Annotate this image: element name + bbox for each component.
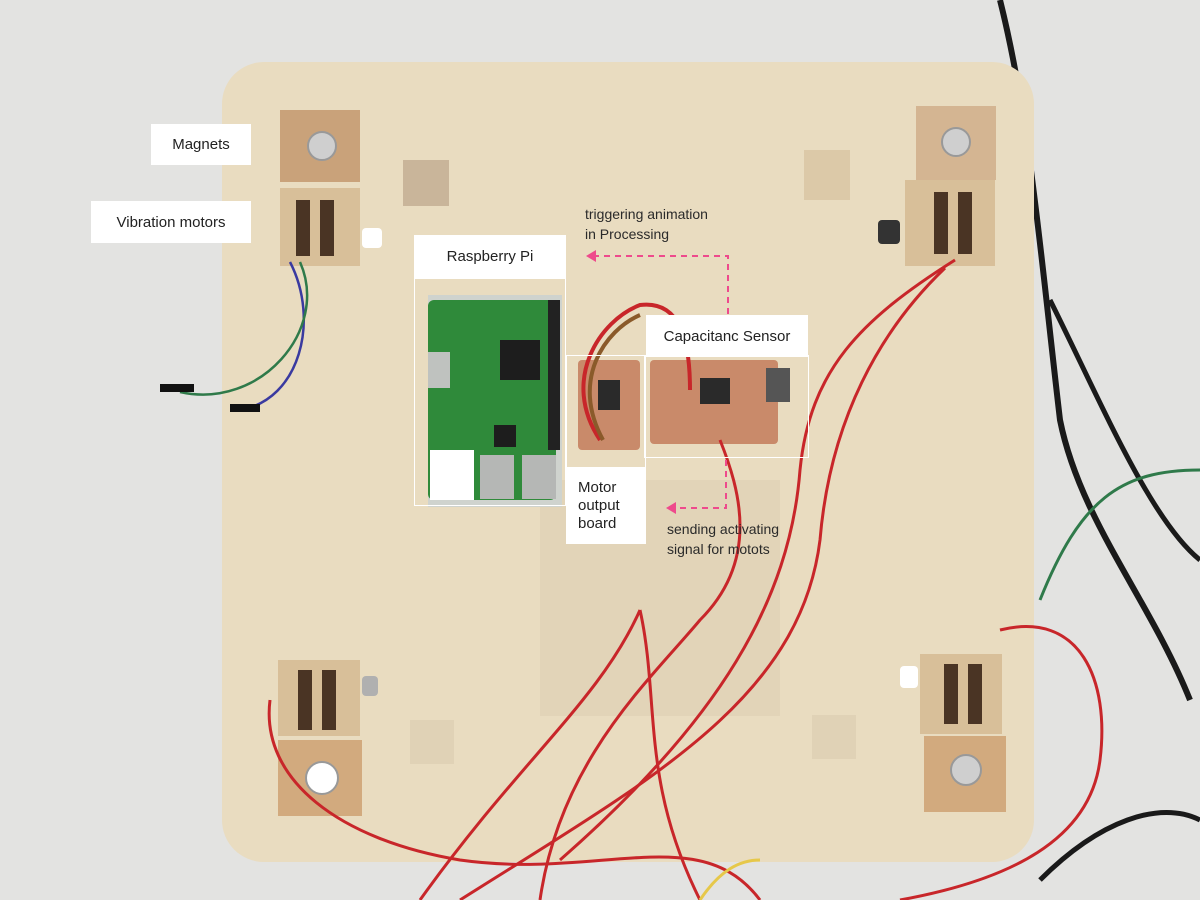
triggering-note: triggering animation in Processing	[585, 204, 708, 244]
board-slot	[804, 150, 850, 200]
signal-arrow-down	[674, 460, 727, 509]
note-line: sending activating	[667, 521, 780, 537]
note-line: signal for motots	[667, 541, 770, 557]
red-wire	[538, 439, 742, 900]
motor-output-board-line: board	[578, 515, 617, 532]
raspberry-pi-board	[428, 295, 562, 507]
actuator-top-right	[878, 106, 996, 266]
board-slot	[812, 715, 856, 759]
wire-connector	[230, 404, 260, 412]
magnets-label: Magnets	[151, 124, 251, 165]
capacitance-sensor-pcb	[650, 360, 790, 444]
green-cable	[1038, 468, 1200, 601]
note-line: triggering animation	[585, 206, 708, 222]
wire-bundle	[587, 313, 641, 441]
note-line: in Processing	[585, 226, 670, 242]
wire-connector	[160, 384, 194, 392]
red-wire	[638, 609, 702, 900]
board-slot	[403, 160, 449, 206]
raspberry-pi-label: Raspberry Pi	[414, 235, 566, 278]
motor-output-board-label: Motor output board	[566, 468, 646, 544]
board-slot	[410, 720, 454, 764]
black-cable	[1047, 298, 1200, 562]
red-wire	[418, 609, 642, 900]
motor-board-frame	[566, 355, 646, 468]
capacitance-sensor-label: Capacitanc Sensor	[646, 315, 808, 357]
black-cable	[1038, 810, 1200, 882]
signal-arrow-up	[592, 255, 729, 325]
red-wire	[267, 699, 762, 900]
red-wire	[899, 625, 1104, 900]
sending-note: sending activating signal for motots	[667, 519, 779, 559]
actuator-bottom-right	[900, 654, 1006, 812]
blue-wire	[239, 261, 305, 412]
red-wire	[559, 258, 956, 862]
arrow-head-left	[586, 250, 596, 262]
motor-output-board-line: Motor	[578, 479, 617, 496]
motor-output-board-line: output	[578, 497, 620, 514]
green-wire	[179, 261, 309, 396]
arrow-head-left	[666, 502, 676, 514]
raspberry-pi-frame	[414, 278, 566, 506]
vibration-motors-label: Vibration motors	[91, 201, 251, 243]
yellow-wire	[698, 858, 761, 900]
red-wire	[459, 266, 947, 900]
sensor-frame	[644, 355, 809, 458]
actuator-top-left	[280, 110, 382, 266]
